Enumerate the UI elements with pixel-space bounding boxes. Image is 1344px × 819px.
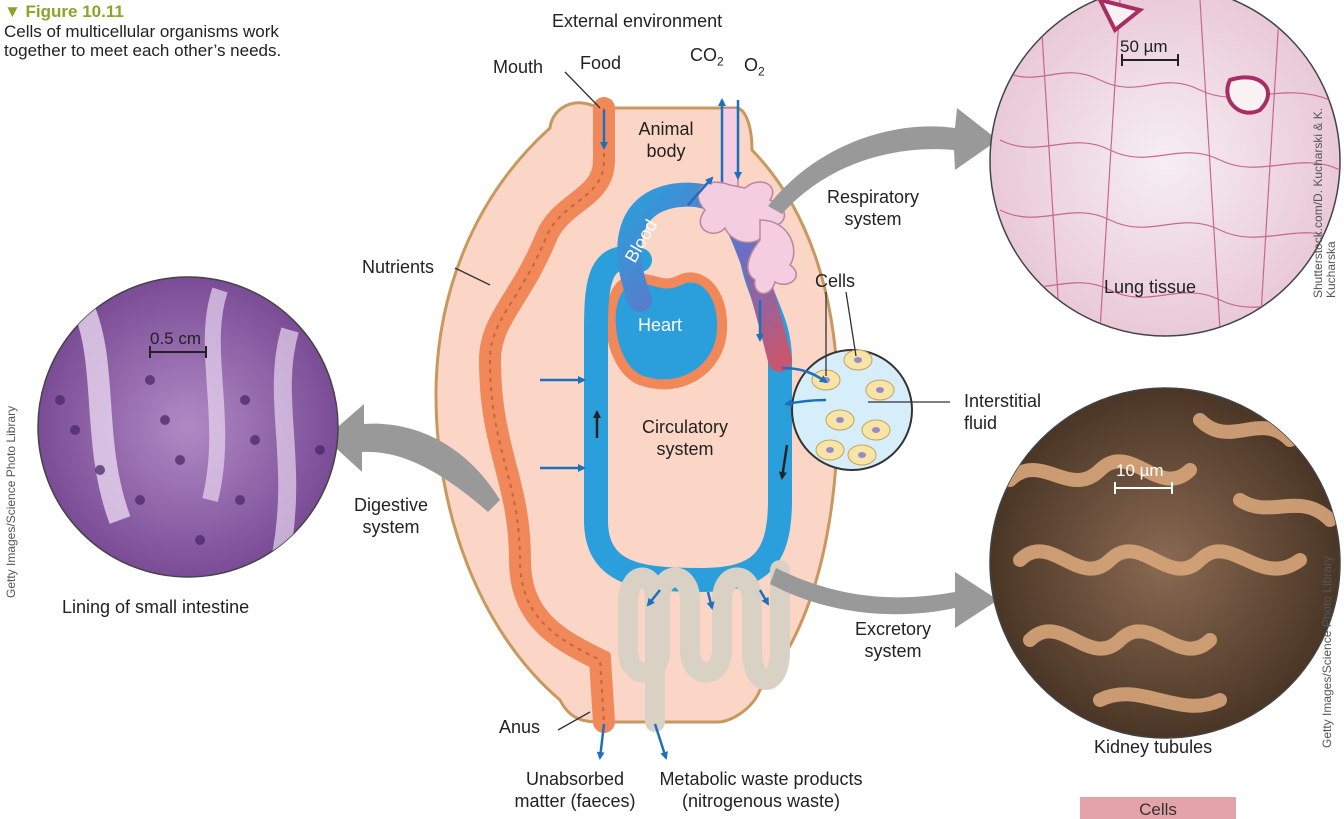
label-interstitial-fluid: Interstitial fluid: [964, 390, 1074, 434]
lung-tissue-label: Lung tissue: [1104, 276, 1196, 298]
kidney-tubules-label: Kidney tubules: [1094, 736, 1212, 758]
o2-subscript: 2: [758, 65, 765, 79]
credit-kidney: Getty Images/Science Photo Library: [1320, 556, 1334, 748]
kidney-micrograph: [990, 388, 1340, 738]
cells-tag-label: Cells: [1080, 797, 1236, 819]
label-metabolic-waste: Metabolic waste products (nitrogenous wa…: [626, 768, 896, 812]
label-co2: CO2: [690, 44, 724, 73]
intestine-scale-label: 0.5 cm: [150, 328, 201, 350]
label-respiratory-system: Respiratory system: [818, 186, 928, 230]
label-nutrients: Nutrients: [362, 256, 434, 278]
label-digestive-system: Digestive system: [336, 494, 446, 538]
co2-subscript: 2: [717, 55, 724, 69]
label-unabsorbed-matter: Unabsorbed matter (faeces): [510, 768, 640, 812]
interstitial-fluid-bubble: [792, 350, 912, 470]
credit-intestine: Getty Images/Science Photo Library: [4, 406, 18, 598]
label-anus: Anus: [499, 716, 540, 738]
kidney-scale-label: 10 µm: [1116, 460, 1164, 482]
intestine-micrograph: [38, 277, 338, 577]
cells-tag: Cells: [1080, 797, 1236, 819]
label-food: Food: [580, 52, 621, 74]
label-cells: Cells: [815, 270, 855, 292]
label-excretory-system: Excretory system: [838, 618, 948, 662]
label-heart: Heart: [638, 314, 682, 336]
o2-text: O: [744, 55, 758, 75]
label-mouth: Mouth: [493, 56, 543, 78]
label-animal-body: Animal body: [626, 118, 706, 162]
label-circulatory-system: Circulatory system: [630, 416, 740, 460]
label-external-environment: External environment: [552, 10, 722, 32]
credit-lung-text: Shutterstock.com/D. Kucharski & K. Kucha…: [1311, 108, 1338, 298]
co2-text: CO: [690, 45, 717, 65]
label-o2: O2: [744, 54, 765, 83]
intestine-label: Lining of small intestine: [62, 596, 249, 618]
credit-lung: Shutterstock.com/D. Kucharski & K. Kucha…: [1312, 50, 1338, 298]
lung-scale-label: 50 µm: [1120, 36, 1168, 58]
